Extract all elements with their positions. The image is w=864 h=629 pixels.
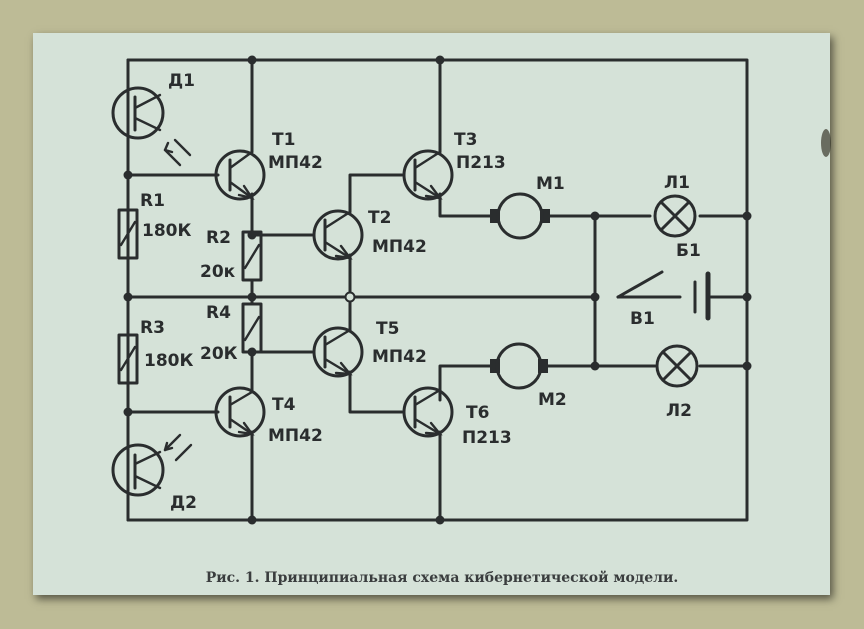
label-r2-value: 20к xyxy=(200,262,236,282)
junction-dots xyxy=(123,55,752,525)
transistor-t6-icon xyxy=(402,386,454,438)
resistor-r1-icon xyxy=(117,208,139,260)
figure-caption: Рис. 1. Принципиальная схема кибернетиче… xyxy=(206,569,679,586)
smudge-mark xyxy=(821,129,831,157)
resistor-r4-icon xyxy=(241,302,263,354)
label-t1: T1 xyxy=(272,130,295,150)
label-r3: R3 xyxy=(140,318,165,338)
label-r1-value: 180К xyxy=(142,221,191,241)
label-r4: R4 xyxy=(206,303,231,323)
label-t5: T5 xyxy=(376,319,399,339)
battery-b1-icon xyxy=(693,271,711,321)
transistor-t2-icon xyxy=(312,209,364,261)
label-t1-type: МП42 xyxy=(268,153,323,173)
resistor-r3-icon xyxy=(117,333,139,385)
label-v1: B1 xyxy=(630,309,655,329)
resistor-r2-icon xyxy=(241,230,263,282)
label-r4-value: 20К xyxy=(200,344,238,364)
paper-sheet xyxy=(33,33,830,595)
label-t5-type: МП42 xyxy=(372,347,427,367)
switch-v1-icon xyxy=(616,270,664,299)
wires xyxy=(126,58,749,522)
label-l2: Л2 xyxy=(666,401,692,421)
phototransistor-d1-icon xyxy=(111,86,192,167)
label-d2: Д2 xyxy=(170,493,197,513)
motor-m2-icon xyxy=(490,342,548,390)
phototransistor-d2-icon xyxy=(111,433,193,500)
label-m2: M2 xyxy=(538,390,567,410)
label-t3: T3 xyxy=(454,130,477,150)
motor-m1-icon xyxy=(490,192,550,240)
label-d1: Д1 xyxy=(168,71,195,91)
label-t6-type: П213 xyxy=(462,428,512,448)
label-t2-type: МП42 xyxy=(372,237,427,257)
label-t4: T4 xyxy=(272,395,296,415)
label-r2: R2 xyxy=(206,228,231,248)
lamp-l1-icon xyxy=(653,194,697,238)
label-b1: Б1 xyxy=(676,241,701,261)
transistor-t3-icon xyxy=(402,149,454,201)
transistor-t4-icon xyxy=(214,386,266,438)
component-labels: Д1 Д2 T1 МП42 T2 МП42 T3 П213 T4 МП42 T5… xyxy=(140,71,701,513)
transistor-t1-icon xyxy=(214,149,266,201)
label-t3-type: П213 xyxy=(456,153,506,173)
label-r1: R1 xyxy=(140,191,165,211)
label-m1: M1 xyxy=(536,174,565,194)
label-t4-type: МП42 xyxy=(268,426,323,446)
label-t2: T2 xyxy=(368,208,391,228)
label-r3-value: 180К xyxy=(144,351,193,371)
label-l1: Л1 xyxy=(664,173,690,193)
lamp-l2-icon xyxy=(655,344,699,388)
transistor-t5-icon xyxy=(312,326,364,378)
label-t6: T6 xyxy=(466,403,489,423)
